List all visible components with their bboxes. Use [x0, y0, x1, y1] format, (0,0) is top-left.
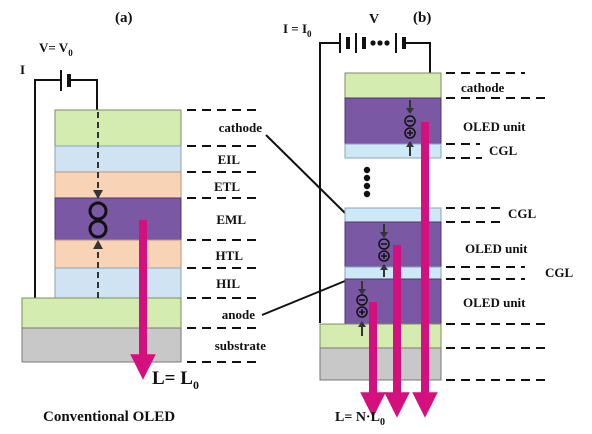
electron-icon — [404, 115, 416, 127]
panel-b-circuit-wire — [319, 42, 431, 323]
label-oled-unit-middle: OLED unit — [465, 241, 528, 256]
electron-icon — [356, 294, 368, 306]
layer-etl — [54, 171, 182, 199]
layer-cathode — [54, 109, 182, 147]
panel-a-circuit-wire — [34, 79, 98, 298]
panel-b: (b) I = I0 V — [283, 10, 574, 428]
label-hil: HIL — [216, 276, 240, 291]
label-htl: HTL — [216, 248, 244, 263]
hole-icon — [356, 306, 368, 318]
panel-b-current: I = I0 — [283, 21, 312, 39]
layer-htl — [54, 239, 182, 269]
battery-icon — [339, 33, 406, 53]
leader-line-cathode — [265, 134, 346, 214]
battery-icon — [60, 70, 71, 91]
carrier-pair-top — [404, 100, 416, 156]
hole-arrowhead — [93, 240, 103, 249]
label-cgl-lower: CGL — [545, 265, 574, 280]
layer-substrate — [21, 327, 182, 363]
label-oled-unit-bottom: OLED unit — [463, 295, 526, 310]
layer-eil — [54, 145, 182, 173]
hole-icon — [378, 250, 390, 262]
cgl-top — [344, 143, 442, 159]
label-cgl-top: CGL — [489, 143, 518, 158]
label-cathode: cathode — [219, 120, 263, 135]
panel-a-caption: Conventional OLED — [43, 409, 175, 425]
carrier-pair-middle — [378, 224, 390, 277]
panel-a-tag: (a) — [115, 10, 133, 26]
panel-b-guide-lines — [446, 72, 545, 381]
panel-a-guide-lines — [187, 109, 262, 363]
panel-b-voltage: V — [369, 12, 379, 27]
label-eil: EIL — [218, 152, 241, 167]
electron-icon — [378, 238, 390, 250]
ellipsis-dots-icon — [363, 166, 371, 198]
hole-icon — [404, 127, 416, 139]
exciton-icon — [88, 201, 108, 239]
carrier-pair-bottom — [356, 281, 368, 336]
layer-anode — [21, 297, 182, 329]
label-etl: ETL — [214, 179, 240, 194]
stack-anode — [319, 323, 442, 349]
panel-a-voltage: V= V0 — [39, 40, 73, 58]
label-anode: anode — [222, 307, 255, 322]
panel-a-current: I — [20, 62, 25, 77]
electron-arrowhead — [93, 190, 103, 199]
layer-eml — [54, 197, 182, 241]
panel-a: (a) V= V0 I — [20, 10, 266, 425]
leader-line-anode — [261, 280, 346, 316]
panel-b-luminance: L= N·L0 — [335, 410, 385, 428]
label-eml: EML — [216, 212, 246, 227]
label-substrate: substrate — [215, 338, 267, 353]
label-stack-cathode: cathode — [461, 80, 505, 95]
panel-a-luminance: L= L0 — [152, 368, 199, 392]
label-oled-unit-top: OLED unit — [463, 119, 526, 134]
layer-hil — [54, 267, 182, 299]
stack-substrate — [319, 347, 442, 381]
label-cgl-middle: CGL — [508, 206, 537, 221]
panel-b-tag: (b) — [413, 10, 431, 26]
stack-cathode — [344, 72, 442, 99]
